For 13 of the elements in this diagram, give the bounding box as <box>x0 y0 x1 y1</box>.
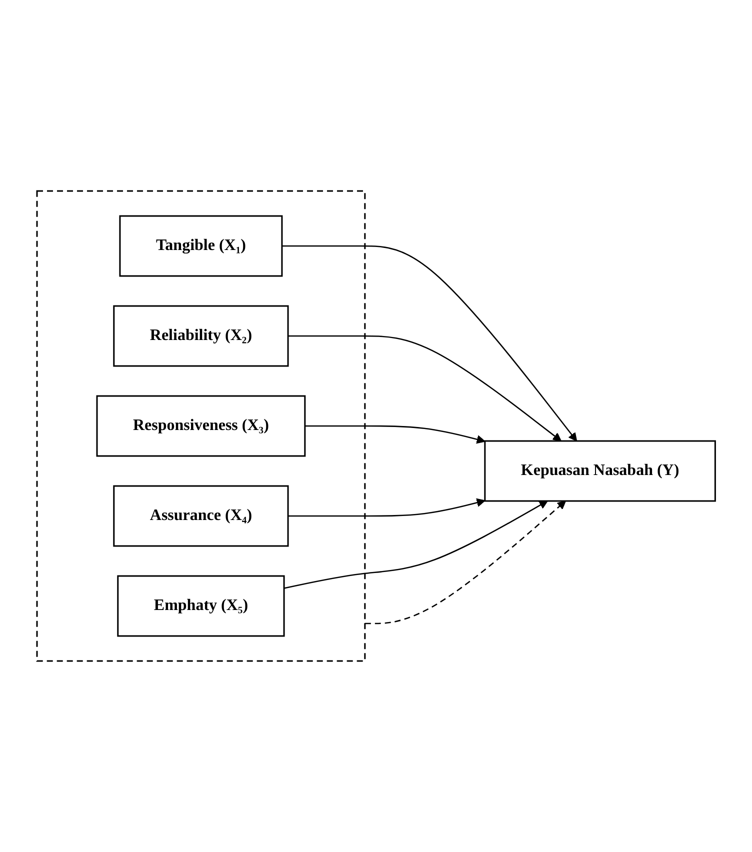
arrow <box>364 500 566 624</box>
cluster <box>36 190 366 662</box>
node-box: Tangible (X₁) <box>119 215 283 277</box>
arrow <box>288 335 562 442</box>
arrow <box>304 425 486 444</box>
node-box: Assurance (X₄) <box>113 485 289 547</box>
arrow <box>288 498 486 517</box>
node-box: Reliability (X₂) <box>113 305 289 367</box>
node-box: Responsiveness (X₃) <box>96 395 306 457</box>
node-box: Emphaty (X₅) <box>117 575 285 637</box>
node-box: Kepuasan Nasabah (Y) <box>484 440 716 502</box>
arrow <box>284 500 548 589</box>
arrow <box>282 245 577 442</box>
